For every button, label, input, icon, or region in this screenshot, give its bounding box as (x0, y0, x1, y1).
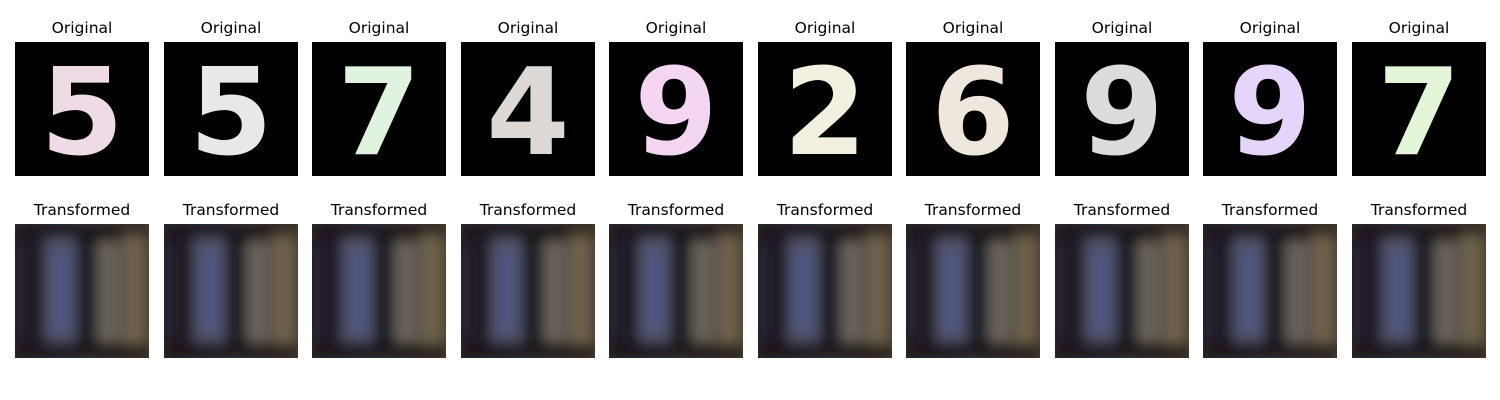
original-title: Original (497, 19, 559, 37)
digit-glyph: 5 (189, 44, 273, 176)
transformed-blurry-image (1352, 224, 1486, 358)
transformed-title: Transformed (330, 201, 428, 219)
digit-glyph: 7 (1377, 44, 1461, 176)
digit-glyph: 5 (40, 44, 124, 176)
transformed-title: Transformed (1221, 201, 1319, 219)
original-digit-image: 9 (1055, 42, 1189, 176)
transformed-title: Transformed (1370, 201, 1468, 219)
original-title: Original (645, 19, 707, 37)
transformed-blurry-image (906, 224, 1040, 358)
transformed-title: Transformed (627, 201, 725, 219)
transformed-blurry-image (1203, 224, 1337, 358)
transformed-blurry-image (1055, 224, 1189, 358)
original-digit-image: 9 (1203, 42, 1337, 176)
transformed-blurry-image (164, 224, 298, 358)
original-title: Original (1239, 19, 1301, 37)
original-digit-image: 7 (1352, 42, 1486, 176)
transformed-blurry-image (15, 224, 149, 358)
original-digit-image: 5 (15, 42, 149, 176)
transformed-title: Transformed (33, 201, 131, 219)
original-title: Original (51, 19, 113, 37)
transformed-blurry-image (609, 224, 743, 358)
digit-glyph: 2 (783, 44, 867, 176)
original-title: Original (942, 19, 1004, 37)
original-digit-image: 9 (609, 42, 743, 176)
transformed-title: Transformed (1073, 201, 1171, 219)
transformed-title: Transformed (182, 201, 280, 219)
transformed-title: Transformed (924, 201, 1022, 219)
original-digit-image: 4 (461, 42, 595, 176)
transformed-title: Transformed (776, 201, 874, 219)
transformed-blurry-image (461, 224, 595, 358)
digit-glyph: 9 (1228, 44, 1312, 176)
digit-glyph: 9 (634, 44, 718, 176)
original-title: Original (1091, 19, 1153, 37)
original-digit-image: 5 (164, 42, 298, 176)
original-title: Original (794, 19, 856, 37)
original-title: Original (348, 19, 410, 37)
original-digit-image: 6 (906, 42, 1040, 176)
digit-glyph: 4 (486, 44, 570, 176)
transformed-blurry-image (312, 224, 446, 358)
original-title: Original (1388, 19, 1450, 37)
original-title: Original (200, 19, 262, 37)
digit-glyph: 6 (931, 44, 1015, 176)
original-digit-image: 7 (312, 42, 446, 176)
transformed-title: Transformed (479, 201, 577, 219)
original-digit-image: 2 (758, 42, 892, 176)
digit-glyph: 7 (337, 44, 421, 176)
digit-glyph: 9 (1080, 44, 1164, 176)
transformed-blurry-image (758, 224, 892, 358)
